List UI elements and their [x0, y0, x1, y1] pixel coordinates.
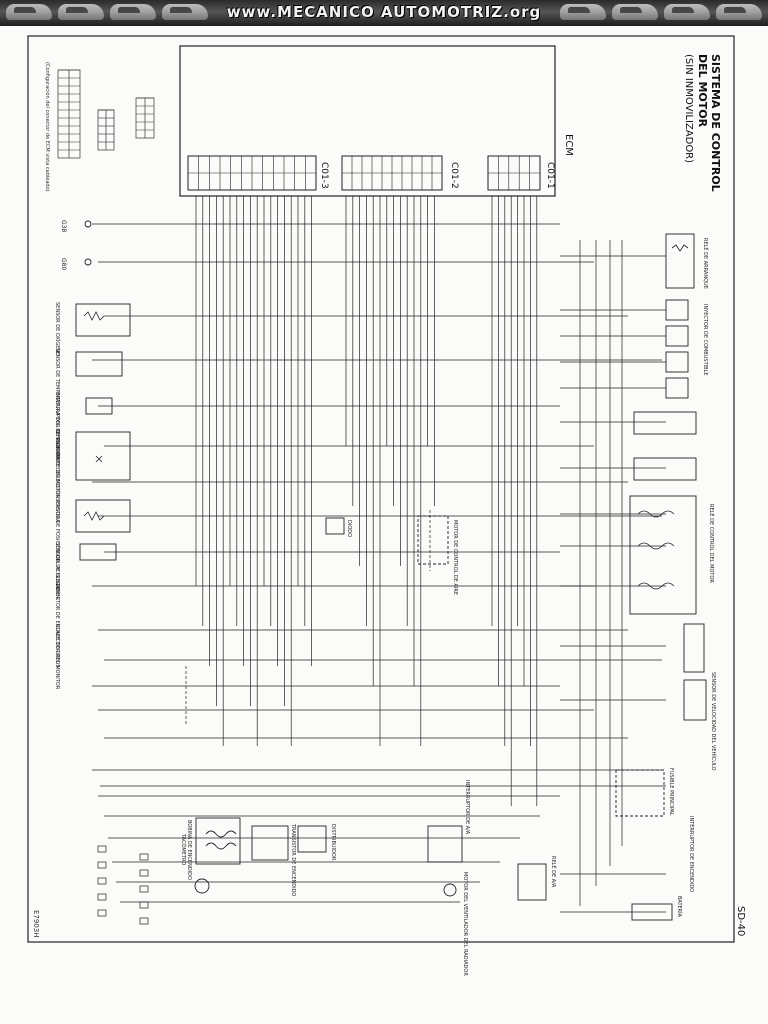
car-thumbnail-icon — [110, 4, 156, 20]
fusible-principal-label: FUSIBLE PRINCIPAL — [668, 768, 674, 816]
sensor-posicion-label: SENSOR DE POSICIÓN DEL ACELERADOR — [54, 498, 61, 600]
ground-g38-label: G38 — [60, 220, 67, 232]
rele-aa-box — [517, 863, 547, 901]
rele-control-motor-box — [629, 495, 697, 615]
sensor-oxigeno-box — [75, 303, 131, 337]
car-thumbnail-icon — [664, 4, 710, 20]
right-components — [194, 233, 707, 921]
electrovalvula-1-box — [633, 411, 697, 435]
fusible-principal-box — [615, 769, 665, 817]
inyector-3-box — [665, 351, 689, 373]
page-frame — [27, 35, 735, 943]
sensor-golpe-label: SENSOR DE GOLPE — [54, 542, 60, 590]
pin-stub — [97, 877, 107, 885]
wiring-diagram: SISTEMA DE CONTROL DEL MOTOR (SIN INMOVI… — [27, 35, 746, 976]
diode-label: DIODO — [346, 520, 352, 537]
sensor-posicion-box — [75, 499, 131, 533]
interruptor-presion-label: INTERRUPTOR DE PRESIÓN DE DIRECCIÓN ASIS… — [54, 392, 61, 523]
conector-monitor-label: CONECTOR DEL MONITOR — [54, 624, 60, 690]
interruptor-encendido-label: INTERRUPTOR DE ENCENDIDO — [688, 816, 694, 892]
connector-c01-2-label: C01-2 — [449, 162, 459, 189]
rele-arranque-box — [665, 233, 695, 289]
ecm-block — [179, 45, 556, 197]
car-thumbnail-icon — [6, 4, 52, 20]
distribuidor-label: DISTRIBUIDOR — [330, 824, 336, 861]
inyector-1-box — [665, 299, 689, 321]
diagram-title: SISTEMA DE CONTROL DEL MOTOR (SIN INMOVI… — [683, 54, 722, 192]
ground-g80-label: G80 — [60, 258, 67, 270]
pin-stub — [97, 861, 107, 869]
site-url-text[interactable]: www.MECANICO AUTOMOTRIZ.org — [226, 3, 542, 21]
pin-stub — [139, 917, 149, 925]
connector-pin-ticks — [58, 69, 540, 190]
wire-harness — [92, 196, 666, 913]
distribuidor-box — [297, 825, 327, 853]
car-thumbnail-icon — [58, 4, 104, 20]
interruptor-aa-box — [427, 825, 463, 863]
motor-control-aire-box — [417, 515, 449, 565]
sensor-velocidad-box — [683, 679, 707, 721]
title-line-2: DEL MOTOR — [696, 54, 709, 128]
conector-datos-label: CONECTOR DE ENLACE DE DATOS — [54, 582, 60, 667]
pin-stub — [97, 909, 107, 917]
sensor-temp-motor-label: SENSOR DE TEMPERATURA DEL REFRIGERANTE D… — [54, 348, 60, 499]
pin-stub — [139, 901, 149, 909]
car-thumbnail-icon — [560, 4, 606, 20]
car-thumbnail-icon — [612, 4, 658, 20]
pin-stub — [97, 893, 107, 901]
bobina-encendido-box — [195, 817, 241, 865]
sensor-golpe-box — [79, 543, 117, 561]
wiring-diagram-sheet: SISTEMA DE CONTROL DEL MOTOR (SIN INMOVI… — [0, 26, 768, 1024]
ventilador-motor — [443, 883, 457, 897]
pin-stub — [139, 869, 149, 877]
bottom-pin-stubs — [97, 845, 149, 925]
ignition-components — [195, 817, 327, 865]
rele-control-motor-label: RELÉ DE CONTROL DEL MOTOR — [708, 504, 716, 583]
bobina-encendido-label: BOBINA DE ENCENDIDO — [186, 820, 192, 880]
relay-arranque-label: RELÉ DE ARRANQUE — [702, 238, 710, 289]
sensor-map-label: SENSOR MAP — [54, 430, 60, 463]
site-banner: www.MECANICO AUTOMOTRIZ.org — [0, 0, 768, 26]
title-line-3: (SIN INMOVILIZADOR) — [683, 54, 694, 163]
pin-stub — [97, 845, 107, 853]
tacometro-gauge — [194, 878, 210, 894]
right-component-labels: RELÉ DE ARRANQUE INYECTOR DE COMBUSTIBLE R… — [346, 238, 717, 976]
connector-c01-3-label: C01-3 — [319, 162, 329, 189]
connector-c01-1-label: C01-1 — [545, 162, 555, 189]
ground-symbols — [84, 220, 92, 266]
title-line-1: SISTEMA DE CONTROL — [709, 54, 722, 192]
sensor-velocidad-label: SENSOR DE VELOCIDAD DEL VEHÍCULO — [710, 672, 717, 771]
connector-config-note: (Configuración del conector de ECM vista… — [44, 62, 51, 192]
left-components — [75, 303, 131, 561]
sensor-map-box — [75, 431, 131, 481]
electrovalvula-2-box — [633, 457, 697, 481]
tacometro-label: TACÓMETRO — [180, 833, 187, 865]
page-code: SD-40 — [735, 906, 746, 936]
motor-control-aire-label: MOTOR DE CONTROL DE AIRE — [452, 520, 458, 595]
sensor-oxigeno-label: SENSOR DE OXÍGENO — [54, 302, 61, 356]
pin-stub — [139, 885, 149, 893]
ecm-label: ECM — [563, 134, 574, 156]
relay-coil-icons — [83, 244, 689, 590]
inyector-combustible-label: INYECTOR DE COMBUSTIBLE — [702, 304, 708, 375]
bateria-label: BATERÍA — [676, 896, 683, 918]
inyector-4-box — [665, 377, 689, 399]
transistor-box — [251, 825, 289, 861]
diodo-box — [325, 517, 345, 535]
car-thumbnail-icon — [716, 4, 762, 20]
bateria-box — [631, 903, 673, 921]
car-thumbnail-icon — [162, 4, 208, 20]
conector-prueba-box — [683, 623, 705, 673]
pin-stub — [139, 853, 149, 861]
inyector-2-box — [665, 325, 689, 347]
interruptor-aa-label: INTERRUPTOR DE A/A — [464, 780, 470, 835]
ventilador-label: MOTOR DEL VENTILADOR DEL RADIADOR — [462, 872, 468, 976]
rele-aa-label: RELÉ DE A/A — [550, 856, 558, 888]
interruptor-presion-box — [85, 397, 113, 415]
sensor-temp-motor-box — [75, 351, 123, 377]
transistor-label: TRANSISTOR DE ENCENDIDO — [290, 823, 296, 896]
figure-code: E7903H — [32, 910, 40, 938]
